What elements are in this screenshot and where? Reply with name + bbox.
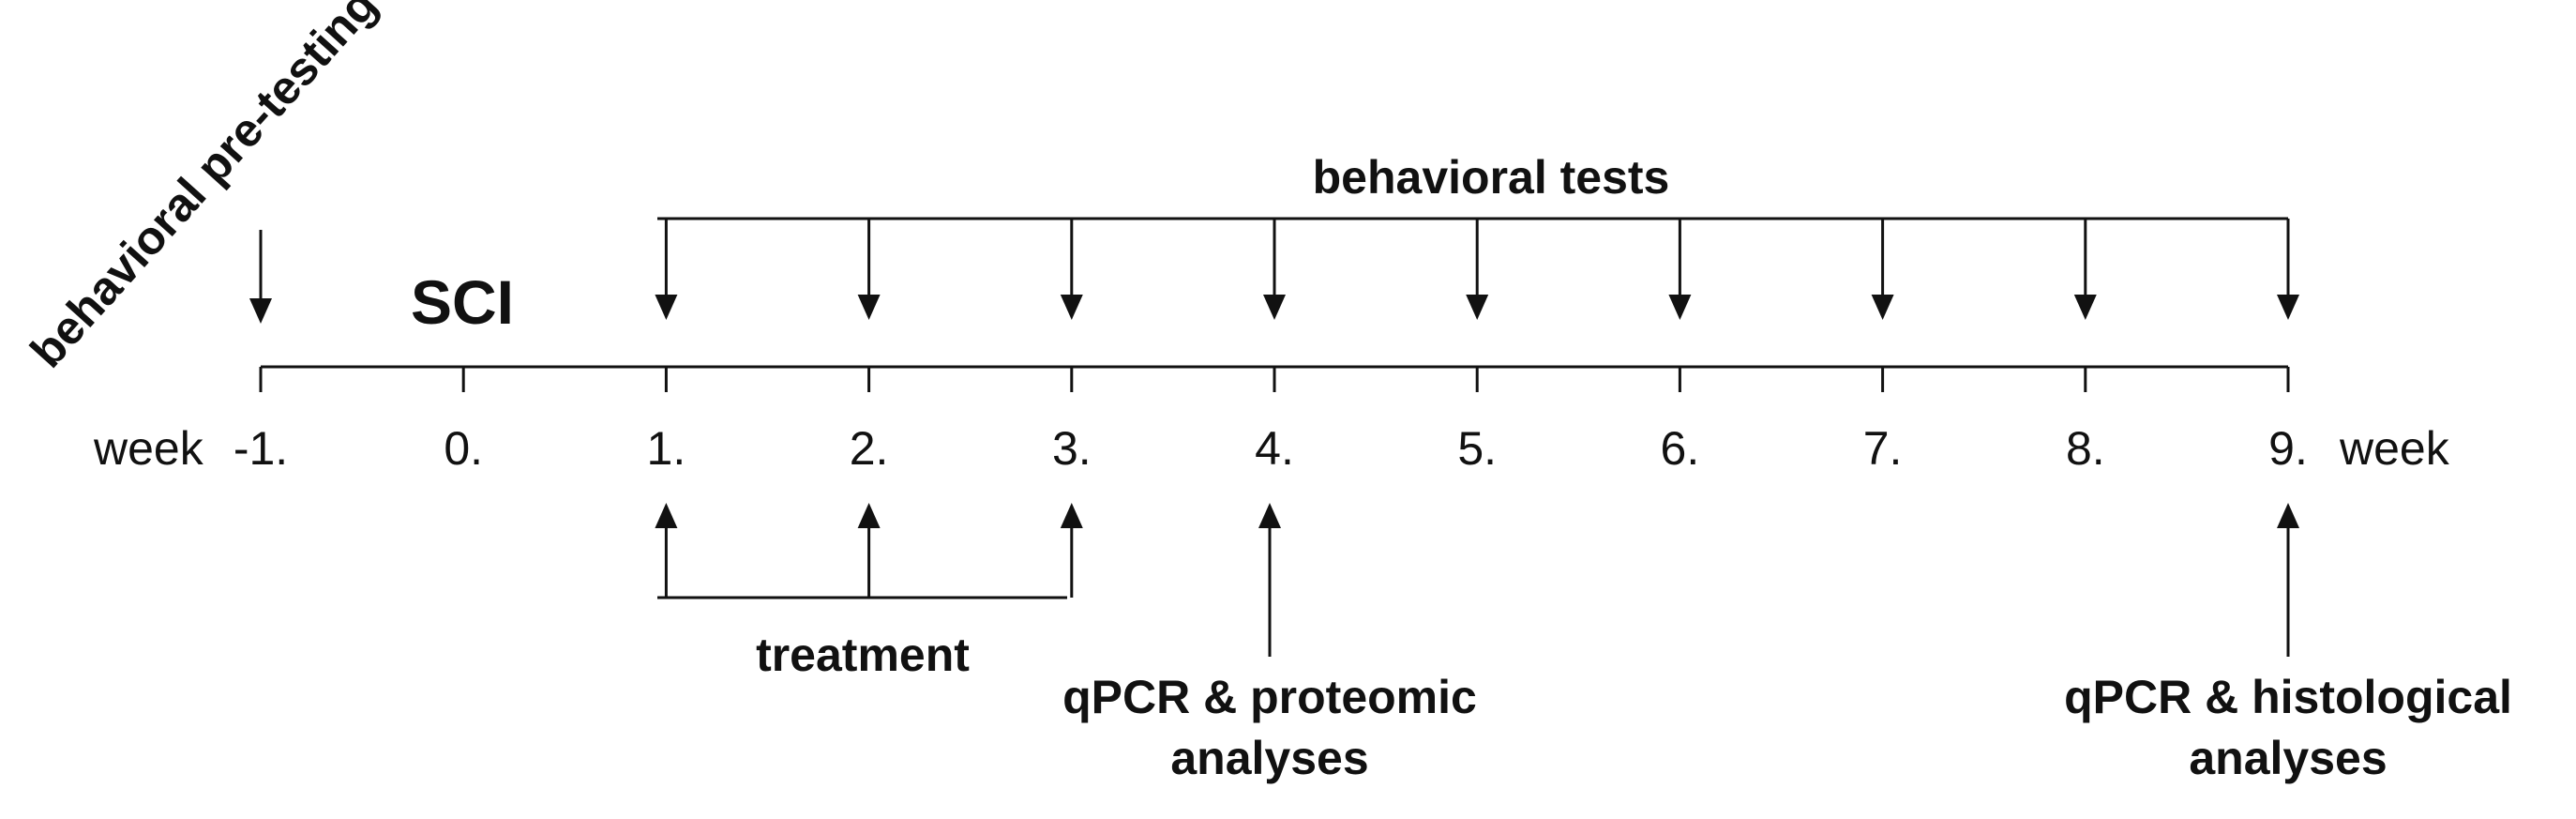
week-label-left: week bbox=[93, 422, 204, 475]
week-label-right: week bbox=[2339, 422, 2450, 475]
behavioral-test-arrowhead bbox=[655, 295, 678, 320]
behavioral-test-arrowhead bbox=[1871, 295, 1894, 320]
treatment-label: treatment bbox=[756, 629, 970, 681]
week-tick-label: 4. bbox=[1255, 422, 1294, 475]
behavioral-test-arrowhead bbox=[1263, 295, 1286, 320]
week-tick-label: 6. bbox=[1661, 422, 1700, 475]
analysis-week4-line1: qPCR & proteomic bbox=[1062, 671, 1477, 723]
week-tick-label: 0. bbox=[444, 422, 483, 475]
pre-testing-arrowhead bbox=[249, 298, 272, 324]
treatment-bracket bbox=[655, 503, 1083, 599]
week-tick-labels: -1. 0. 1. 2. 3. 4. 5. 6. 7. 8. 9. bbox=[233, 422, 2308, 475]
behavioral-test-arrowhead bbox=[2073, 295, 2097, 320]
week-tick-label: 9. bbox=[2268, 422, 2308, 475]
analysis-week9-line2: analyses bbox=[2189, 732, 2387, 784]
treatment-arrowhead bbox=[655, 503, 678, 528]
behavioral-tests-label: behavioral tests bbox=[1313, 151, 1670, 204]
treatment-arrowhead bbox=[857, 503, 881, 528]
week-tick-label: 1. bbox=[647, 422, 686, 475]
week-tick-label: 2. bbox=[850, 422, 889, 475]
week-tick-label: 3. bbox=[1052, 422, 1092, 475]
treatment-arrowhead bbox=[1060, 503, 1083, 528]
behavioral-test-arrowhead bbox=[2277, 295, 2299, 320]
analysis-week4-arrowhead bbox=[1258, 503, 1281, 528]
behavioral-test-arrows bbox=[655, 219, 2299, 320]
sci-label: SCI bbox=[411, 267, 514, 337]
week-tick-label: -1. bbox=[233, 422, 288, 475]
behavioral-test-arrowhead bbox=[857, 295, 881, 320]
analysis-week9-arrowhead bbox=[2277, 503, 2299, 528]
behavioral-test-arrowhead bbox=[1668, 295, 1692, 320]
week-tick-label: 8. bbox=[2066, 422, 2105, 475]
pre-testing-label: behavioral pre-testing bbox=[21, 0, 387, 377]
timeline-ticks bbox=[259, 367, 2290, 392]
week-tick-label: 5. bbox=[1457, 422, 1497, 475]
analysis-week9-line1: qPCR & histological bbox=[2064, 671, 2512, 723]
treatment-arrows bbox=[655, 503, 1083, 598]
analysis-week4-line2: analyses bbox=[1170, 732, 1368, 784]
behavioral-test-arrowhead bbox=[1060, 295, 1083, 320]
behavioral-test-arrowhead bbox=[1466, 295, 1489, 320]
week-tick-label: 7. bbox=[1863, 422, 1903, 475]
